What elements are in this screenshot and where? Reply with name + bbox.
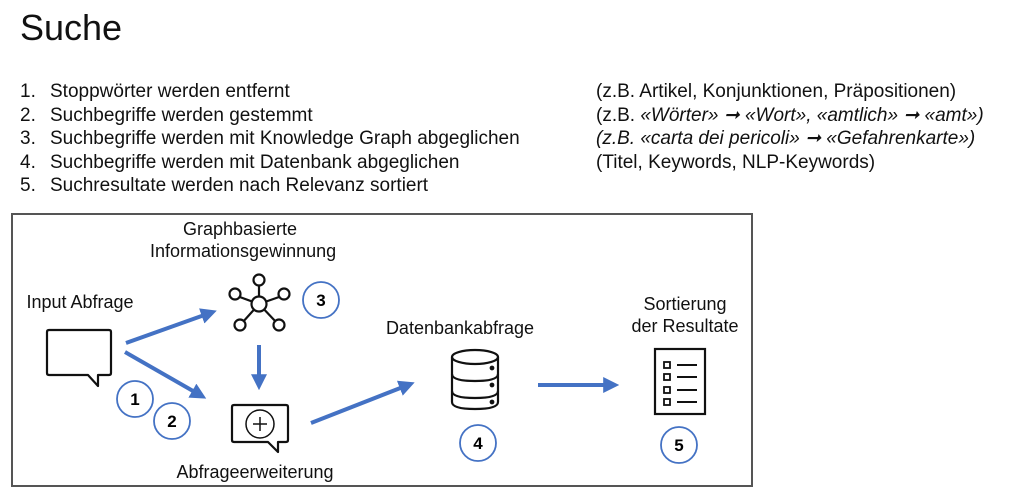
step-notes: (z.B. Artikel, Konjunktionen, Präpositio… xyxy=(596,80,984,174)
step-text: Suchbegriffe werden mit Datenbank abgegl… xyxy=(50,151,460,173)
graph-label-line1: Graphbasierte xyxy=(182,219,298,239)
step-number: 3. xyxy=(20,128,36,149)
note-3-end: ») xyxy=(958,128,976,149)
arrow-input-to-expansion xyxy=(124,350,207,399)
arrow-input-to-graph xyxy=(125,308,217,345)
step-item: 1. Stoppwörter werden entfernt xyxy=(20,80,520,104)
badge-5-text: 5 xyxy=(674,436,683,455)
step-text: Suchresultate werden nach Relevanz sorti… xyxy=(50,175,429,196)
db-label: Datenbankabfrage xyxy=(385,318,535,338)
arrow-expansion-to-db xyxy=(310,380,415,425)
input-label: Input Abfrage xyxy=(26,292,134,312)
note-2-example: «Wörter» ➞ «Wort», «amtlich» ➞ «amt») xyxy=(640,104,984,126)
step-number: 4. xyxy=(20,151,36,173)
speech-bubble-plus-icon xyxy=(230,403,290,454)
network-graph-icon xyxy=(228,273,291,332)
sort-label-line1: Sortierung xyxy=(643,294,727,314)
database-icon xyxy=(450,348,500,411)
step-text: Stoppwörter werden entfernt xyxy=(50,81,290,102)
badge-3-text: 3 xyxy=(316,291,325,310)
checklist-icon xyxy=(653,347,707,416)
graph-label: Graphbasierte Informationsgewinnung xyxy=(150,218,337,262)
note-4: (Titel, Keywords, NLP-Keywords) xyxy=(596,151,876,173)
sort-label-line2: der Resultate xyxy=(631,316,739,336)
step-number: 1. xyxy=(20,81,36,102)
speech-bubble-icon xyxy=(45,328,113,388)
expansion-label: Abfrageerweiterung xyxy=(176,462,334,482)
step-text: Suchbegriffe werden mit Knowledge Graph … xyxy=(50,128,520,149)
step-text: Suchbegriffe werden gestemmt xyxy=(50,104,313,126)
note-3-example: (z.B. «carta dei pericoli» ➞ « xyxy=(596,128,837,149)
badge-3: 3 xyxy=(302,281,340,319)
step-number: 5. xyxy=(20,175,36,196)
page-title: Suche xyxy=(20,7,123,48)
note-2: (z.B. «Wörter» ➞ «Wort», «amtlich» ➞ «am… xyxy=(596,104,984,128)
step-item: 4. Suchbegriffe werden mit Datenbank abge… xyxy=(20,151,520,175)
step-item: 3. Suchbegriffe werden mit Knowledge Grap… xyxy=(20,127,520,151)
badge-4-text: 4 xyxy=(473,434,483,453)
badge-1-text: 1 xyxy=(130,390,139,409)
step-list: 1. Stoppwörter werden entfernt 2. Suchbegr… xyxy=(20,80,520,198)
badge-4: 4 xyxy=(459,424,497,462)
step-item: 5. Suchresultate werden nach Relevanz sor… xyxy=(20,174,520,198)
badge-2: 2 xyxy=(153,402,191,440)
note-3: (z.B. «carta dei pericoli» ➞ «Gefahrenka… xyxy=(596,127,984,151)
graph-label-line2: Informationsgewinnung xyxy=(150,241,337,261)
note-1: (z.B. Artikel, Konjunktionen, Präpositio… xyxy=(596,81,957,102)
step-item: 2. Suchbegriffe werden gestemmt xyxy=(20,104,520,128)
note-3-term: Gefahrenkarte xyxy=(836,128,959,149)
step-number: 2. xyxy=(20,104,36,126)
sort-label: Sortierung der Resultate xyxy=(610,293,760,337)
badge-2-text: 2 xyxy=(167,412,176,431)
note-2-prefix: (z.B. xyxy=(596,104,641,126)
badge-5: 5 xyxy=(660,426,698,464)
diagram-frame xyxy=(11,213,753,487)
badge-1: 1 xyxy=(116,380,154,418)
